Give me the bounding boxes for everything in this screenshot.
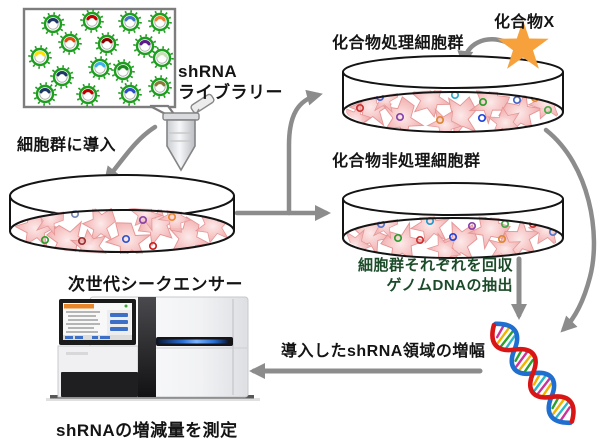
measure-label: shRNAの増減量を測定	[56, 421, 238, 440]
shrna-library-box	[22, 7, 180, 122]
petri-dish-transduced	[9, 174, 235, 254]
compound-x-label: 化合物X	[494, 14, 555, 31]
untreated-dish-label: 化合物非処理細胞群	[332, 153, 481, 170]
collect-dna-label: 細胞群それぞれを回収 ゲノムDNAの抽出	[330, 256, 513, 296]
arrow-to-treated-dish	[286, 89, 323, 216]
sequencer-screen	[59, 299, 136, 345]
collect-dna-label-line2: ゲノムDNAの抽出	[386, 277, 513, 294]
treated-dish-label: 化合物処理細胞群	[332, 35, 465, 52]
arrow-tube-to-dish	[103, 124, 158, 183]
amplify-label: 導入したshRNA領域の増幅	[281, 343, 486, 360]
integrated-shrna-rings	[40, 209, 177, 251]
sequencer-label: 次世代シークエンサー	[68, 275, 243, 294]
compound-x-star-icon	[497, 20, 549, 69]
dna-helix-icon	[490, 321, 576, 426]
collect-dna-label-line1: 細胞群それぞれを回収	[357, 257, 513, 274]
microcentrifuge-tube-icon	[162, 93, 215, 172]
dna-strand-red	[490, 322, 576, 424]
petri-dish-treated	[342, 55, 564, 133]
reagent-drawer	[61, 372, 138, 397]
shrna-library-label-line2: ライブラリー	[178, 83, 283, 102]
shrna-library-label-line1: shRNA	[178, 62, 238, 81]
sequencer-illustration	[46, 296, 260, 401]
virus-particles	[28, 9, 174, 107]
shrna-library-label: shRNA ライブラリー	[178, 61, 283, 103]
transduce-label: 細胞群に導入	[17, 137, 117, 154]
petri-dish-untreated	[342, 182, 564, 259]
arrow-treated-to-dna	[543, 127, 597, 333]
cell-layer	[13, 208, 231, 254]
sequencer-tower	[138, 297, 156, 397]
